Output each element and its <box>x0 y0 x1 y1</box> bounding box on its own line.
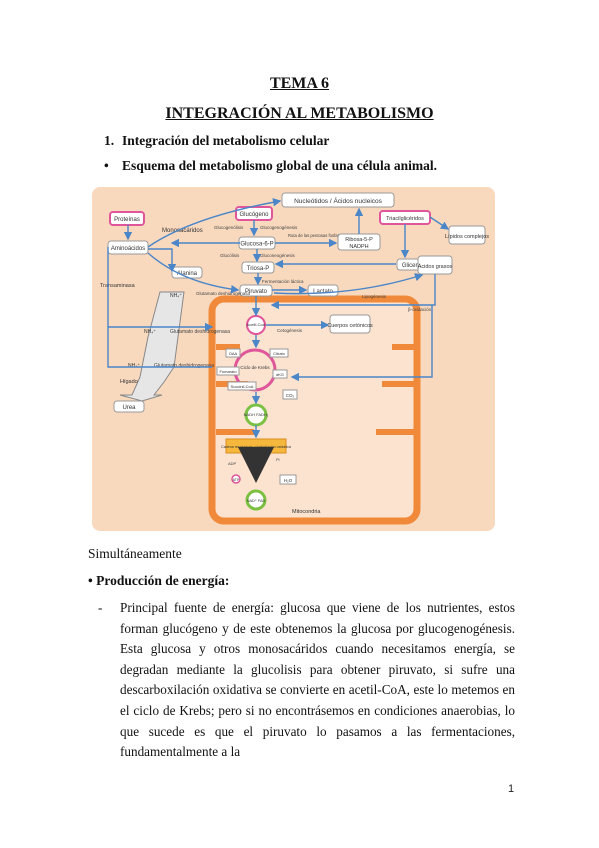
cuerpos-label: Cuerpos cetónicos <box>327 323 373 329</box>
nucleotidos-box <box>281 192 395 208</box>
cuerpos-box <box>329 314 371 334</box>
list-number: 1. <box>104 133 115 148</box>
nad-label: NAD⁺ FAD <box>247 499 266 503</box>
lactato-label: Lactato <box>313 289 333 295</box>
urea-label: Urea <box>122 405 136 411</box>
nadph-label: NADPH <box>349 244 368 250</box>
page-number: 1 <box>508 783 515 795</box>
triosa-label: Triosa-P <box>247 266 269 272</box>
acetil-coa-label: Acetil-CoA <box>247 322 266 327</box>
akg-box <box>272 369 288 379</box>
paragraph-item: - Principal fuente de energía: glucosa q… <box>98 598 515 763</box>
ribosa-label: Ribosa-5-P <box>345 237 373 243</box>
h2o-box <box>279 474 297 485</box>
proteinas-label: Proteínas <box>114 217 140 223</box>
oaa-label: OAA <box>229 351 238 356</box>
simultaneamente-text: Simultáneamente <box>88 546 182 561</box>
nh4-label-2: NH₄⁺ <box>144 329 156 335</box>
paragraph-text: Principal fuente de energía: glucosa que… <box>120 600 515 760</box>
glucosa6p-label: Glucosa-6-P <box>240 242 273 248</box>
glucogenogenesis-label: Glucogenogénesis <box>260 225 298 230</box>
co2-label: CO₂ <box>286 393 295 398</box>
transaminasa-label: Transaminasa <box>100 283 136 289</box>
succinil-label: Succinil-CoA <box>231 384 254 389</box>
alanina-label: Alanina <box>177 271 198 277</box>
section-bullet: • <box>88 573 93 588</box>
numbered-item: 1. Integración del metabolismo celular <box>104 133 329 149</box>
section-title: Producción de energía: <box>96 573 230 588</box>
oaa-box <box>225 348 241 358</box>
fumarato-box <box>216 366 240 376</box>
lipidos-box <box>448 225 486 245</box>
adp-label: ADP <box>228 461 237 466</box>
alanina-box <box>171 266 203 279</box>
page-subtitle: INTEGRACIÓN AL METABOLISMO <box>165 105 434 122</box>
trigliceridos-label: Triacilglicéridos <box>386 216 424 222</box>
bullet-item-text: Esquema del metabolismo global de una cé… <box>122 158 438 173</box>
nadh-label: NADH FADH₂ <box>244 412 269 417</box>
succinil-box <box>227 381 257 391</box>
atp-label: ATP <box>233 478 240 482</box>
gluconeogenesis-label: Gluconeogénesis <box>260 253 296 258</box>
urea-box <box>113 400 145 413</box>
piruvato-label: Piruvato <box>245 289 268 295</box>
higado-label: Hígado <box>120 379 138 385</box>
beta-oxidacion-label: β-oxidación <box>408 307 432 312</box>
bullet-item: • Esquema del metabolismo global de una c… <box>104 158 437 174</box>
acidos-grasos-label: Ácidos grasos <box>418 263 453 270</box>
glucogenolisis-label: Glucogenólisis <box>214 225 244 230</box>
citrato-label: Citrato <box>273 351 286 356</box>
nh4-label-3: NH₄⁺ <box>128 363 140 369</box>
krebs-label: Ciclo de Krebs <box>240 365 270 370</box>
glutamato-dh-label-1: Glutamato deshidrogenasa <box>196 291 251 296</box>
numbered-item-text: Integración del metabolismo celular <box>122 133 330 148</box>
akg-label: αKG <box>276 372 284 377</box>
fermentacion-label: Fermentación láctica <box>262 279 304 284</box>
h2o-label: H₂O <box>284 478 293 483</box>
page-title: TEMA 6 <box>269 75 330 92</box>
glutamato-dh-label-2: Glutamato deshidrogenasa <box>170 329 230 335</box>
cadena-label: Cadena respiratoria y fosforilación oxid… <box>221 445 291 449</box>
liver-arrow <box>119 291 185 402</box>
paragraph-dash: - <box>98 600 103 615</box>
glucogeno-label: Glucógeno <box>239 212 269 218</box>
mitochondria-membrane <box>208 295 421 525</box>
nucleotidos-label: Nucleótidos / Ácidos nucleicos <box>294 196 383 205</box>
glutamato-dh-label-3: Glutamato deshidrogenasa <box>154 363 214 369</box>
monosacaridos-label: Monosacáridos <box>162 228 203 234</box>
pentosas-label: Ruta de las pentosas fosfato <box>288 233 342 238</box>
glucolisis-label: Glucólisis <box>220 253 240 258</box>
metabolism-diagram: Nucleótidos / Ácidos nucleicos Proteínas… <box>92 187 495 531</box>
section-heading: • Producción de energía: <box>88 573 229 589</box>
aminoacidos-label: Aminoácidos <box>111 246 145 252</box>
lipidos-label: Lípidos complejos <box>445 234 489 240</box>
pi-label: Pi <box>276 457 280 462</box>
proteinas-box <box>109 211 145 226</box>
co2-box <box>282 389 298 400</box>
fumarato-label: Fumarato <box>219 369 237 374</box>
nh4-label-1: NH₄⁺ <box>170 293 182 299</box>
mitocondria-label: Mitocondria <box>292 509 321 515</box>
glicerol-label: Glicerol <box>402 263 422 269</box>
nad-node <box>245 489 267 511</box>
lipogenesis-label: Lipogénesis <box>362 294 387 299</box>
citrato-box <box>269 348 289 358</box>
atp-node <box>231 474 241 484</box>
cetogenesis-label: Cetogénesis <box>277 328 303 333</box>
bullet-marker: • <box>104 158 109 173</box>
